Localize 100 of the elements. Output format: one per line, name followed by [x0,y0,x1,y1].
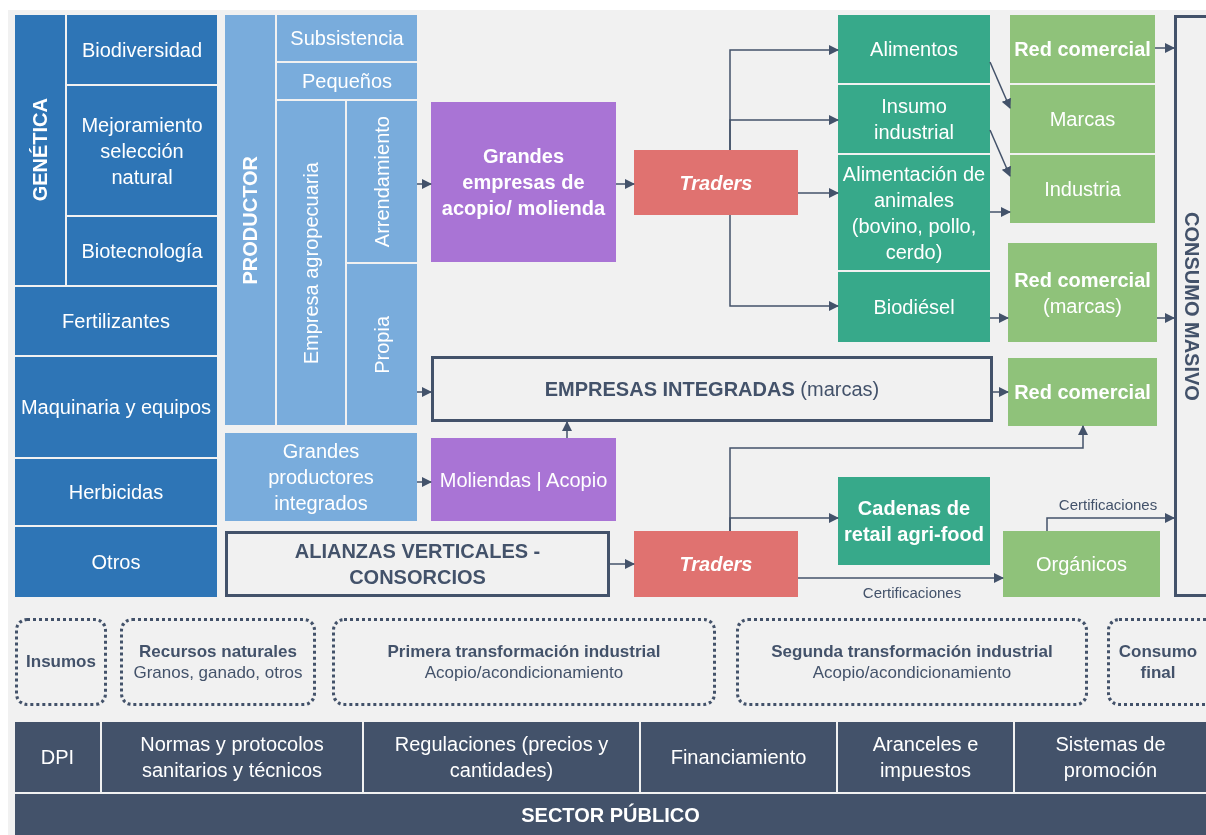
box-label: Empresa agropecuaria [299,161,323,365]
stage-box [15,618,107,706]
box-label: Fertilizantes [62,309,170,334]
arrow [562,421,572,439]
stage-box [120,618,316,706]
arrow [609,559,635,569]
box-label: Consumo final [1117,640,1199,684]
product-box [838,477,990,565]
box-label: Moliendas | Acopio [439,467,608,493]
channel-box [1010,155,1155,223]
process-box [634,150,798,215]
channel-box [1010,85,1155,153]
arrow [989,207,1011,217]
arrow [729,425,1088,532]
box-label: Marcas [1049,107,1116,132]
box-label: GENÉTICA [28,98,52,202]
box-label: Financiamiento [670,745,807,770]
stage-box [1107,618,1206,706]
policy-box [641,722,836,792]
category-box [67,86,217,215]
process-box [634,531,798,597]
category-box [225,15,275,425]
box-label: Biodiversidad [81,37,203,63]
box-label: Sistemas de promoción [1054,732,1167,783]
policy-box [15,722,100,792]
box-label: Traders [679,552,753,577]
arrow [797,573,1004,583]
box-label: Regulaciones (precios y cantidades) [393,732,610,783]
box-label: Primera transformación industrial [387,640,661,662]
policy-box [1015,722,1206,792]
box-label: Recursos naturales [139,640,297,662]
box-label: Acopio/acondicionamiento [424,662,624,684]
box-label: Cadenas de retail agri-food [843,496,985,547]
arrow [1156,313,1175,323]
arrow [729,214,839,311]
product-box [838,85,990,153]
box-label: Insumo industrial [872,94,955,145]
box-label: Grandes empresas de acopio/ molienda [440,144,607,221]
box-label: Red comercial (marcas) [1013,267,1152,319]
product-box [838,15,990,83]
box-label: Alimentación de animales (bovino, pollo, cerdo) [842,161,986,265]
channel-box [1008,358,1157,426]
category-box [15,527,217,597]
banner-box [15,794,1206,835]
box-label: Traders [679,170,753,196]
box-label: Pequeños [301,69,393,94]
category-box [15,459,217,525]
arrow [416,477,432,487]
category-box [15,357,217,457]
arrow [992,387,1009,397]
box-label: Alimentos [870,37,958,62]
box-label: Arrendamiento [370,115,394,248]
category-box [225,433,417,521]
category-box [15,15,65,285]
channel-box [1010,15,1155,83]
box-label: Mejoramiento selección natural [80,112,204,190]
box-label: Biodiésel [873,295,955,320]
category-box [67,15,217,84]
category-box [277,63,417,99]
box-label: Acopio/acondicionamiento [812,662,1012,684]
outlined-box [225,531,610,597]
arrow [416,179,432,189]
box-label: Subsistencia [290,26,404,51]
arrow [615,179,635,189]
box-label: PRODUCTOR [238,155,262,285]
arrow [989,61,1011,109]
category-box [67,217,217,285]
arrow [1046,513,1175,532]
box-label: Segunda transformación industrial [771,640,1053,662]
box-label: Grandes productores integrados [267,439,375,516]
outlined-box [1174,15,1206,597]
category-box [347,264,417,425]
box-label: DPI [40,745,75,770]
category-box [277,101,345,425]
product-box [838,272,990,342]
arrow [416,387,432,397]
policy-box [102,722,362,792]
box-label: Orgánicos [1035,552,1128,577]
stage-box [332,618,716,706]
box-label: Granos, ganado, otros [133,662,303,684]
box-label: SECTOR PÚBLICO [521,802,700,828]
box-label: Propia [370,315,394,374]
box-label: Industria [1044,177,1121,202]
box-label: CONSUMO MASIVO [1179,211,1204,401]
box-label: Normas y protocolos sanitarios y técnicos [139,732,325,783]
box-label: Red comercial [1014,37,1151,62]
stage-box [736,618,1088,706]
box-label: EMPRESAS INTEGRADAS (marcas) [544,377,880,402]
box-label: Biotecnología [81,239,203,264]
channel-box [1008,243,1157,342]
arrow [797,188,839,198]
category-box [347,101,417,262]
box-label: Herbicidas [68,480,164,505]
box-label: Red comercial [1014,380,1151,405]
arrow [729,115,839,151]
process-box [431,102,616,262]
arrow [1154,43,1175,53]
box-label: Aranceles e impuestos [871,732,980,783]
policy-box [364,722,639,792]
policy-box [838,722,1013,792]
